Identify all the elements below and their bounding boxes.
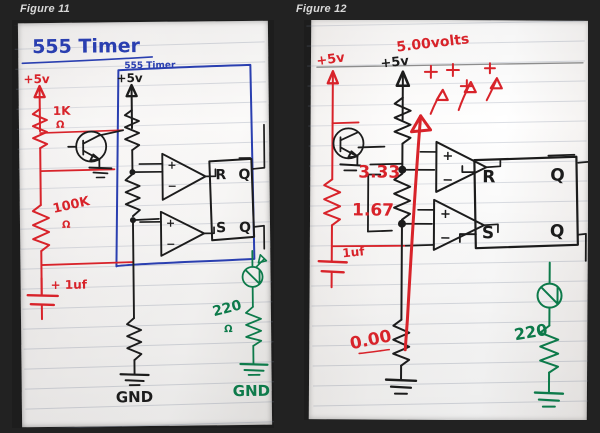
label-supply-mid: +5v [116, 71, 143, 85]
label-gnd-led: GND [233, 382, 271, 400]
figure-11-caption: Figure 11 [20, 3, 70, 15]
label-latch-r: R [215, 167, 226, 183]
label-title-555-timer: 555 Timer [32, 35, 141, 58]
label-resistor-1k: 1K [53, 104, 71, 118]
label-node-voltage-lower: 1.67 [352, 200, 394, 220]
label-latch-qbar: Q [550, 166, 565, 186]
label-latch-s: S [216, 220, 226, 236]
label-latch-r: R [482, 167, 495, 187]
label-resistor-100k-unit: Ω [62, 220, 71, 231]
figure-11-image: 555 Timer 555 Timer +5v +5v 1K Ω 100K Ω … [12, 20, 274, 428]
label-node-voltage-upper: 3.33 [358, 162, 400, 182]
label-latch-q: Q [239, 220, 251, 236]
label-latch-qbar: Q [238, 167, 250, 183]
label-comparator2-plus: + [166, 217, 175, 230]
figure-12-image: +5v +5v 5.00volts 3.33 1.67 0.00 1uf R Q… [304, 20, 588, 420]
label-resistor-220: 220 [211, 297, 244, 320]
label-comparator1-minus: − [442, 173, 453, 188]
label-supply-left: +5v [315, 50, 346, 69]
label-resistor-220: 220 [513, 320, 549, 344]
circuit-drawing-left: 555 Timer 555 Timer +5v +5v 1K Ω 100K Ω … [21, 35, 271, 406]
label-capacitor-1uf: 1uf [342, 244, 366, 260]
label-capacitor-1uf: + 1uf [51, 278, 88, 292]
label-comparator1-minus: − [168, 180, 177, 193]
label-resistor-1k-unit: Ω [56, 120, 65, 131]
label-comparator2-plus: + [440, 207, 451, 222]
label-comparator2-minus: − [166, 238, 175, 251]
label-latch-s: S [482, 223, 494, 243]
label-measured-supply-voltage: 5.00volts [396, 31, 470, 55]
figure-12-caption: Figure 12 [296, 3, 347, 15]
label-supply-left: +5v [23, 72, 50, 86]
label-comparator2-minus: − [440, 231, 451, 246]
notebook-paper-left: 555 Timer 555 Timer +5v +5v 1K Ω 100K Ω … [14, 20, 274, 428]
circuit-drawing-right: +5v +5v 5.00volts 3.33 1.67 0.00 1uf R Q… [315, 31, 588, 408]
label-gnd-center: GND [116, 388, 154, 406]
label-resistor-100k: 100K [51, 194, 91, 217]
label-comparator1-plus: + [167, 159, 176, 172]
notebook-paper-right: +5v +5v 5.00volts 3.33 1.67 0.00 1uf R Q… [306, 20, 588, 420]
label-latch-q: Q [550, 222, 565, 242]
label-resistor-220-unit: Ω [224, 324, 233, 335]
label-comparator1-plus: + [442, 149, 453, 164]
label-supply-mid: +5v [380, 54, 410, 72]
label-title-555-timer-inner: 555 Timer [124, 61, 176, 72]
